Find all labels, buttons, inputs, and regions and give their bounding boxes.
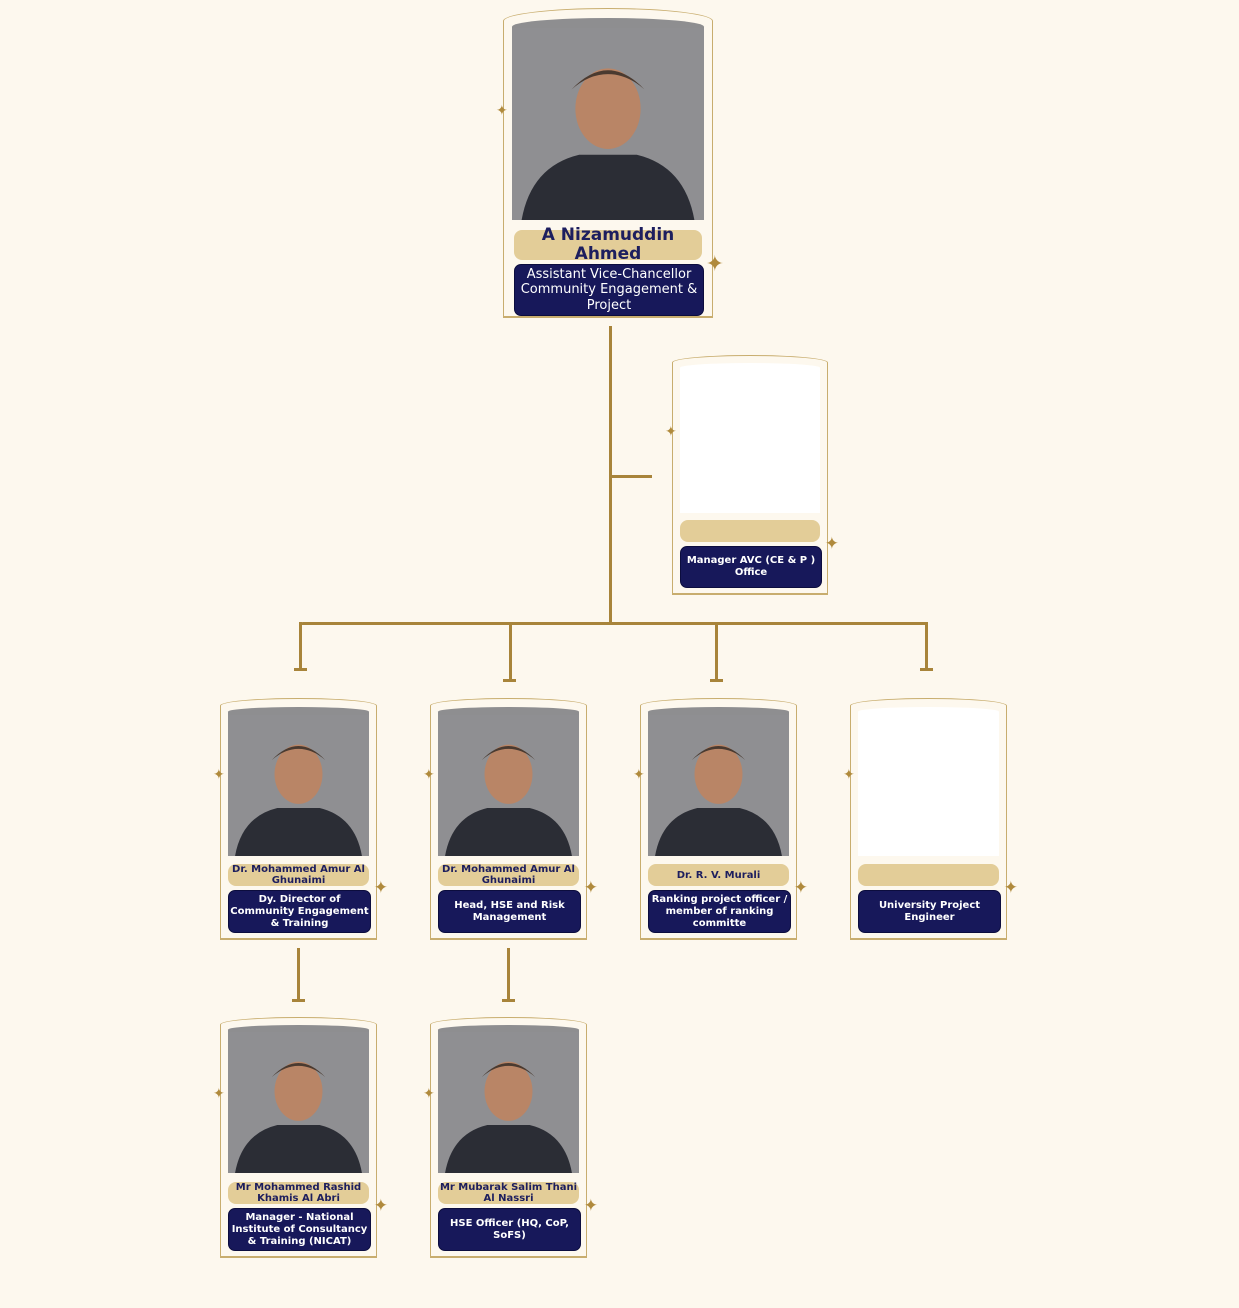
org-card: Dr. Mohammed Amur Al Ghunaimi Dy. Direct… [213,698,388,940]
connector-cap [292,999,305,1002]
arch-frame [430,698,587,940]
photo [438,707,579,856]
org-card: Dr. R. V. Murali Ranking project officer… [633,698,808,940]
person-name: A Nizamuddin Ahmed [514,226,702,263]
sparkle-icon: ✦ [496,103,508,119]
sparkle-icon: ✦ [665,424,677,440]
sparkle-icon: ✦ [793,878,808,898]
sparkle-icon: ✦ [373,878,388,898]
person-title: Manager - National Institute of Consulta… [228,1208,371,1251]
connector-drop-2 [509,622,512,680]
sparkle-icon: ✦ [705,252,724,277]
connector-cap [710,679,723,682]
sparkle-icon: ✦ [423,767,435,783]
sparkle-icon: ✦ [843,767,855,783]
connector-level2-bus [300,622,928,625]
person-title: Ranking project officer / member of rank… [648,890,791,933]
person-photo [228,1032,369,1173]
arch-frame [850,698,1007,940]
org-card: Manager AVC (CE & P ) Office ✦ ✦ [665,355,839,595]
person-photo [648,715,789,856]
arch-frame [503,8,713,318]
connector-head-trunk [609,326,612,624]
person-name: Mr Mohammed Rashid Khamis Al Abri [228,1182,369,1204]
photo [228,707,369,856]
arch-frame [672,355,828,595]
connector-cap [503,679,516,682]
arch-frame [640,698,797,940]
sparkle-icon: ✦ [824,534,839,554]
sparkle-icon: ✦ [633,767,645,783]
connector-drop-4 [925,622,928,670]
connector-drop-3 [715,622,718,680]
connector-office-manager [612,475,652,478]
sparkle-icon: ✦ [213,1086,225,1102]
photo [858,707,999,856]
photo [680,363,820,513]
sparkle-icon: ✦ [583,1196,598,1216]
photo [512,18,704,220]
person-title: University Project Engineer [858,890,1001,933]
person-title: Dy. Director of Community Engagement & T… [228,890,371,933]
sparkle-icon: ✦ [583,878,598,898]
arch-frame [430,1017,587,1258]
photo [228,1025,369,1173]
person-name: Mr Mubarak Salim Thani Al Nassri [438,1182,579,1204]
person-name: Dr. Mohammed Amur Al Ghunaimi [438,864,579,886]
person-name: Dr. R. V. Murali [648,864,789,886]
person-title: HSE Officer (HQ, CoP, SoFS) [438,1208,581,1251]
person-name [680,520,820,542]
person-title: Manager AVC (CE & P ) Office [680,546,822,588]
sparkle-icon: ✦ [423,1086,435,1102]
person-name [858,864,999,886]
photo [648,707,789,856]
org-card: A Nizamuddin Ahmed Assistant Vice-Chance… [496,8,724,318]
org-card: Mr Mohammed Rashid Khamis Al Abri Manage… [213,1017,388,1258]
arch-frame [220,1017,377,1258]
connector-cap [920,668,933,671]
sparkle-icon: ✦ [1003,878,1018,898]
org-card: University Project Engineer ✦ ✦ [843,698,1018,940]
connector-level3-2 [507,948,510,1000]
connector-drop-1 [299,622,302,670]
connector-cap [294,668,307,671]
person-photo [438,1032,579,1173]
sparkle-icon: ✦ [373,1196,388,1216]
person-photo [228,715,369,856]
arch-frame [220,698,377,940]
person-title: Head, HSE and Risk Management [438,890,581,933]
sparkle-icon: ✦ [213,767,225,783]
org-card: Mr Mubarak Salim Thani Al Nassri HSE Off… [423,1017,598,1258]
person-photo [438,715,579,856]
connector-level3-1 [297,948,300,1000]
org-card: Dr. Mohammed Amur Al Ghunaimi Head, HSE … [423,698,598,940]
person-photo [512,28,704,220]
person-title: Assistant Vice-Chancellor Community Enga… [514,264,704,316]
person-name: Dr. Mohammed Amur Al Ghunaimi [228,864,369,886]
photo [438,1025,579,1173]
connector-cap [502,999,515,1002]
